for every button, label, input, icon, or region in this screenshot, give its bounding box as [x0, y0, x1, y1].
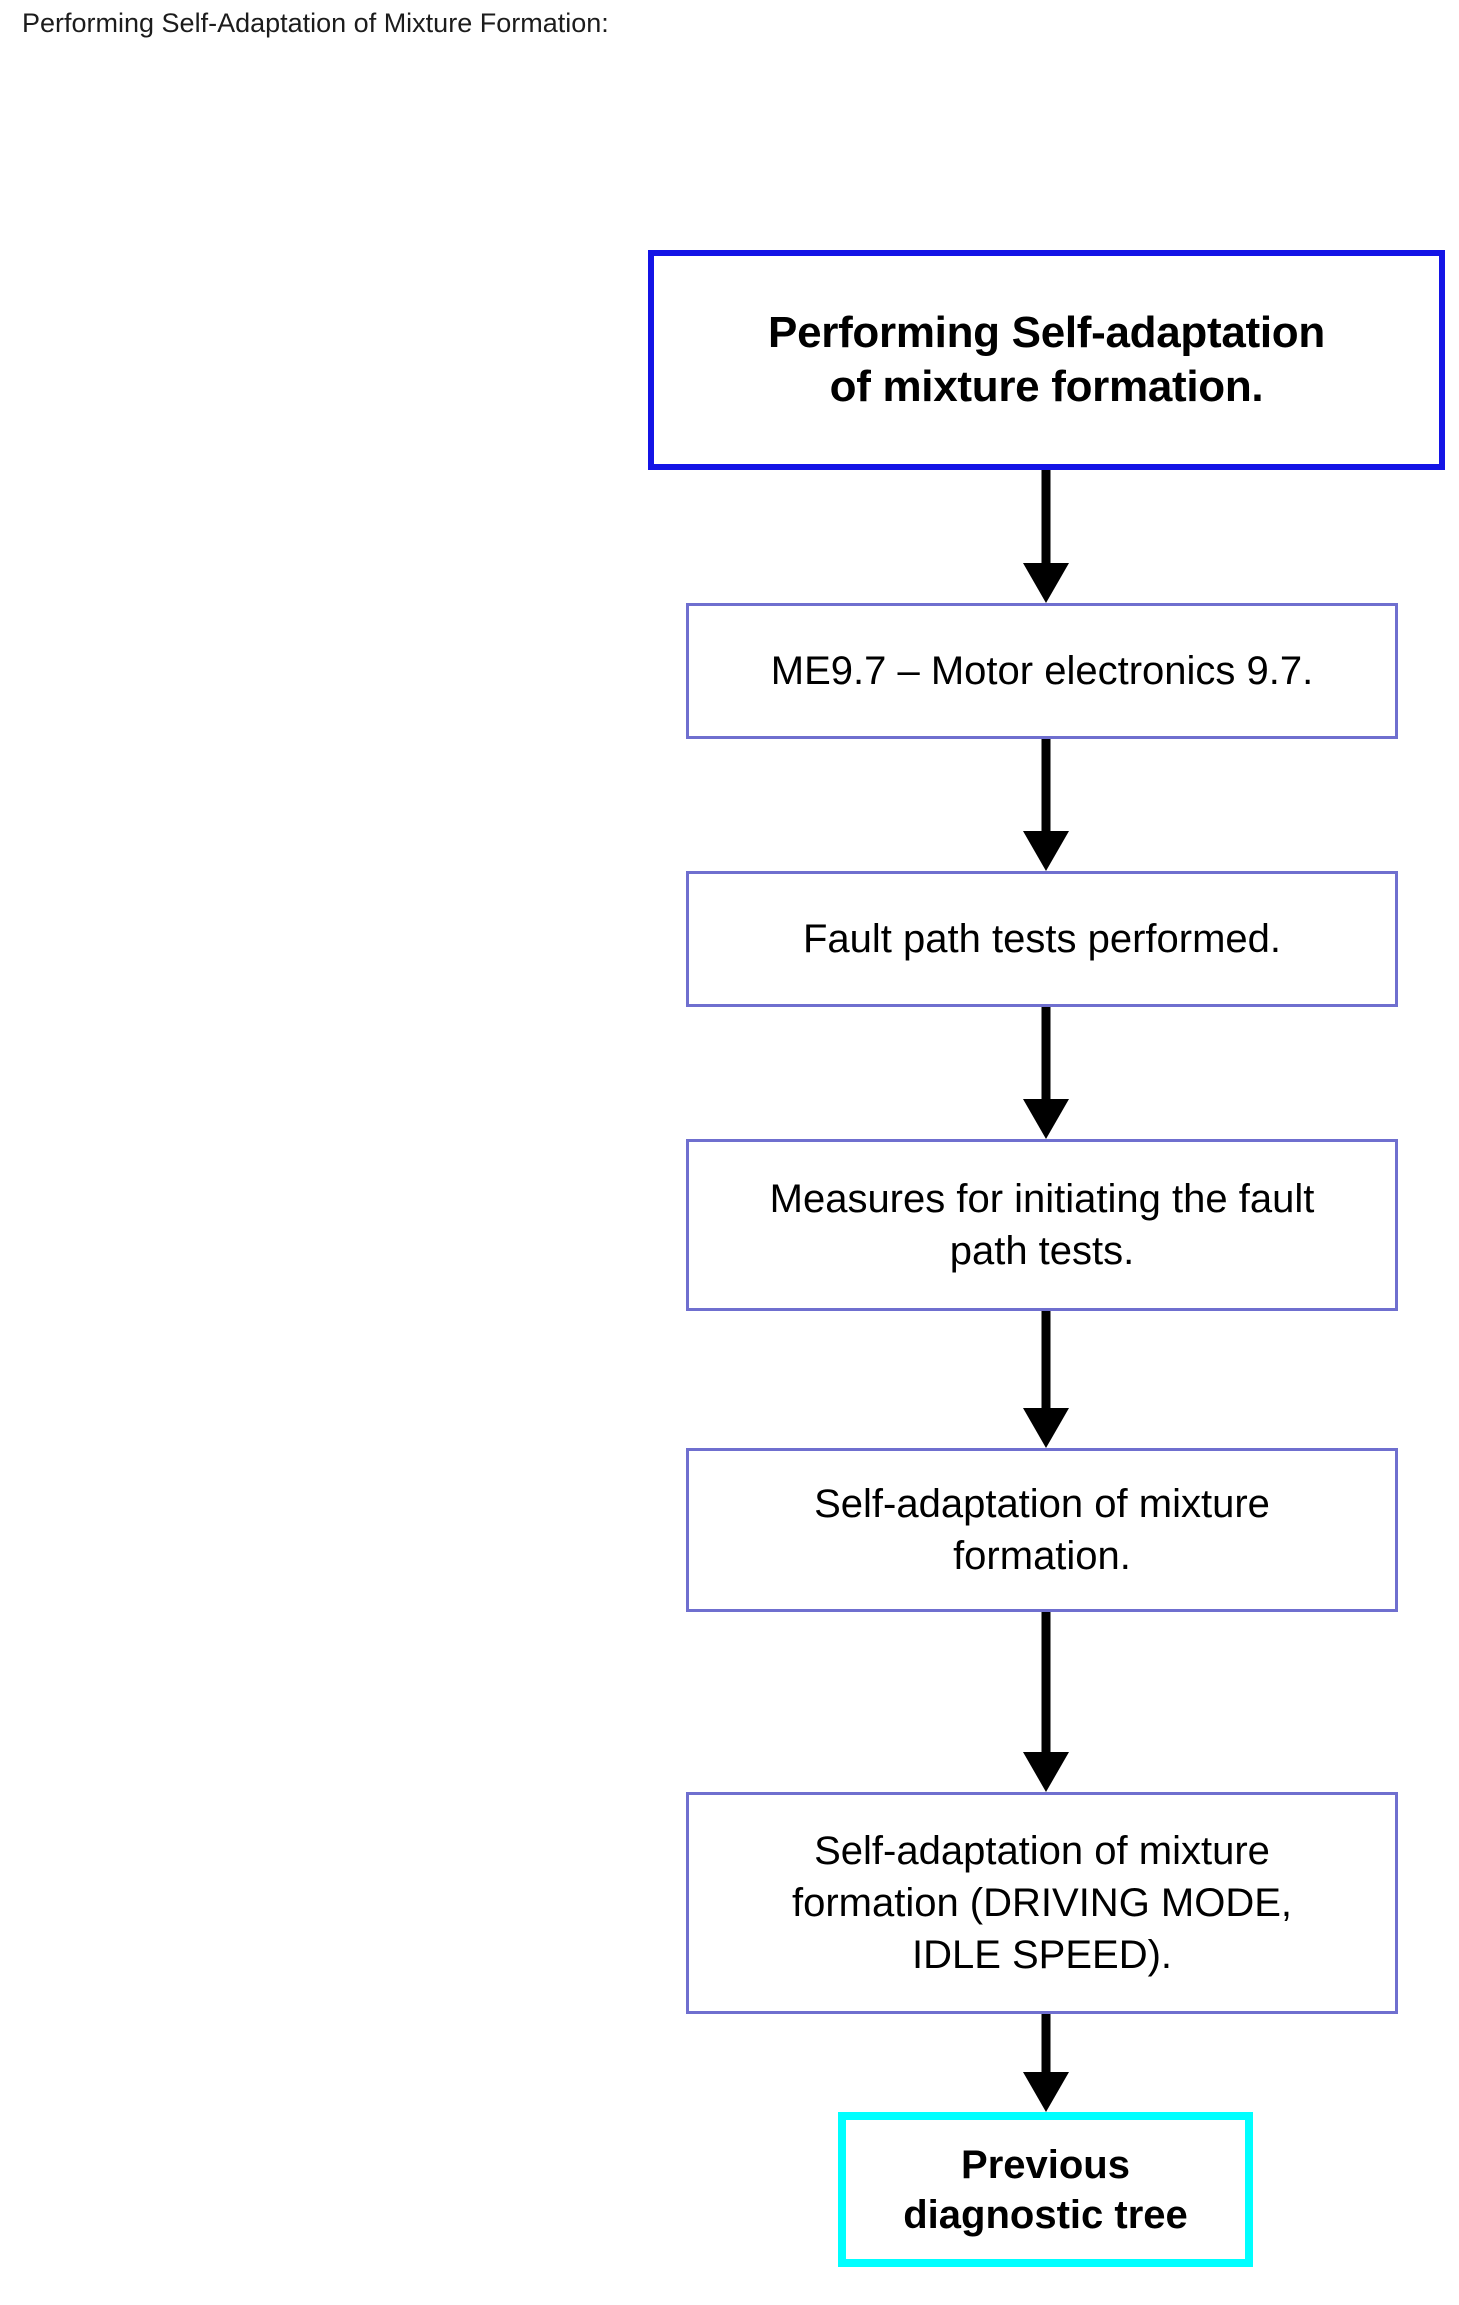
- flow-node-self-adaptation-modes[interactable]: Self-adaptation of mixture formation (DR…: [686, 1792, 1398, 2014]
- page-title: Performing Self-Adaptation of Mixture Fo…: [22, 8, 609, 38]
- flow-edge-modes-to-previous-diagnostic-tree: [1006, 2014, 1086, 2112]
- flow-node-self-adaptation-modes-label: Self-adaptation of mixture formation (DR…: [791, 1829, 1293, 1977]
- flow-node-fault-path-tests-label: Fault path tests performed.: [802, 917, 1281, 961]
- flow-edge-me97-to-fault-path-tests: [1006, 739, 1086, 871]
- arrow-head-icon: [1023, 1099, 1069, 1139]
- arrow-shaft: [1041, 2014, 1051, 2072]
- flow-node-measures-label: Measures for initiating the fault path t…: [769, 1177, 1315, 1273]
- flow-node-start-label: Performing Self-adaptation of mixture fo…: [768, 308, 1325, 411]
- flow-node-previous-diagnostic-tree-label: Previous diagnostic tree: [903, 2142, 1188, 2237]
- arrow-shaft: [1041, 1612, 1051, 1752]
- flow-node-previous-diagnostic-tree[interactable]: Previous diagnostic tree: [838, 2112, 1253, 2267]
- arrow-shaft: [1041, 1007, 1051, 1099]
- flow-node-me97[interactable]: ME9.7 – Motor electronics 9.7.: [686, 603, 1398, 739]
- arrow-head-icon: [1023, 563, 1069, 603]
- flow-node-fault-path-tests[interactable]: Fault path tests performed.: [686, 871, 1398, 1007]
- flow-node-start[interactable]: Performing Self-adaptation of mixture fo…: [648, 250, 1445, 470]
- flow-node-me97-label: ME9.7 – Motor electronics 9.7.: [770, 649, 1314, 693]
- arrow-head-icon: [1023, 2072, 1069, 2112]
- arrow-head-icon: [1023, 1408, 1069, 1448]
- flow-edge-fault-path-tests-to-measures: [1006, 1007, 1086, 1139]
- flow-node-measures[interactable]: Measures for initiating the fault path t…: [686, 1139, 1398, 1311]
- flow-edge-start-to-me97: [1006, 470, 1086, 603]
- arrow-shaft: [1041, 470, 1051, 563]
- flow-node-self-adaptation[interactable]: Self-adaptation of mixture formation.: [686, 1448, 1398, 1612]
- arrow-shaft: [1041, 1311, 1051, 1408]
- arrow-head-icon: [1023, 831, 1069, 871]
- arrow-shaft: [1041, 739, 1051, 831]
- flow-node-self-adaptation-label: Self-adaptation of mixture formation.: [814, 1482, 1270, 1578]
- flow-edge-measures-to-self-adaptation: [1006, 1311, 1086, 1448]
- arrow-head-icon: [1023, 1752, 1069, 1792]
- flow-edge-self-adaptation-to-modes: [1006, 1612, 1086, 1792]
